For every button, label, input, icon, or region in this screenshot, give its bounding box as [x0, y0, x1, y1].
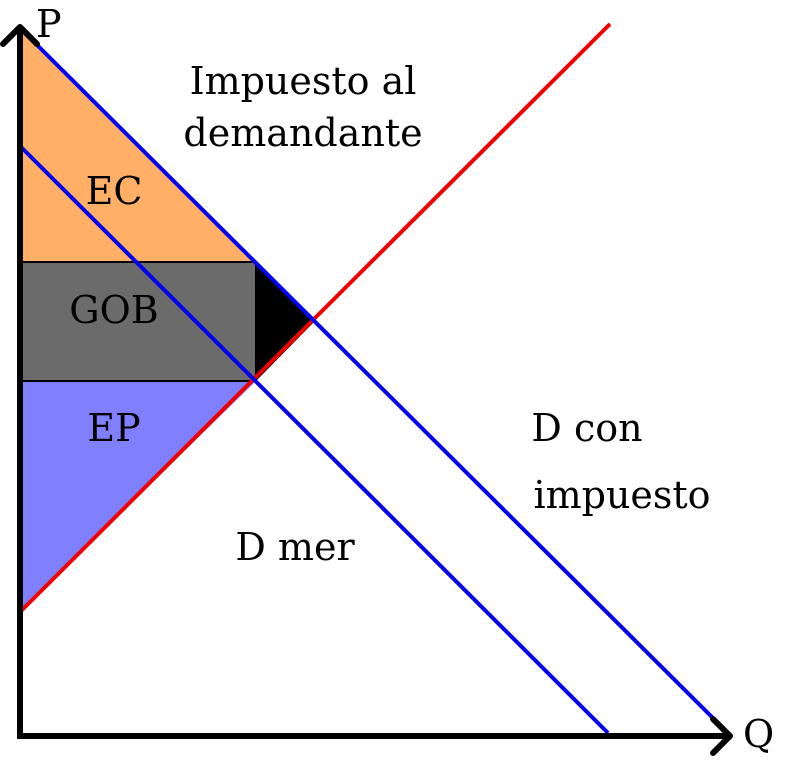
gob-label: GOB [69, 288, 158, 332]
ec-label: EC [86, 169, 143, 213]
demand-market-curve [18, 26, 730, 735]
deadweight-loss-region [256, 262, 316, 381]
x-axis-arrow-icon [710, 716, 733, 756]
d-mer-label: D mer [235, 525, 355, 569]
government-revenue-region [20, 262, 256, 381]
tax-title-line2: demandante [183, 111, 422, 155]
d-tax-label-line2: impuesto [533, 473, 710, 517]
supply-curve [18, 22, 612, 614]
y-axis-arrow-icon [0, 24, 40, 47]
y-axis-label: P [36, 2, 62, 46]
demand-with-tax-curve [18, 144, 610, 735]
tax-title-line1: Impuesto al [190, 59, 417, 103]
ep-label: EP [87, 406, 140, 450]
x-axis-label: Q [743, 712, 774, 756]
d-tax-label-line1: D con [531, 406, 642, 450]
